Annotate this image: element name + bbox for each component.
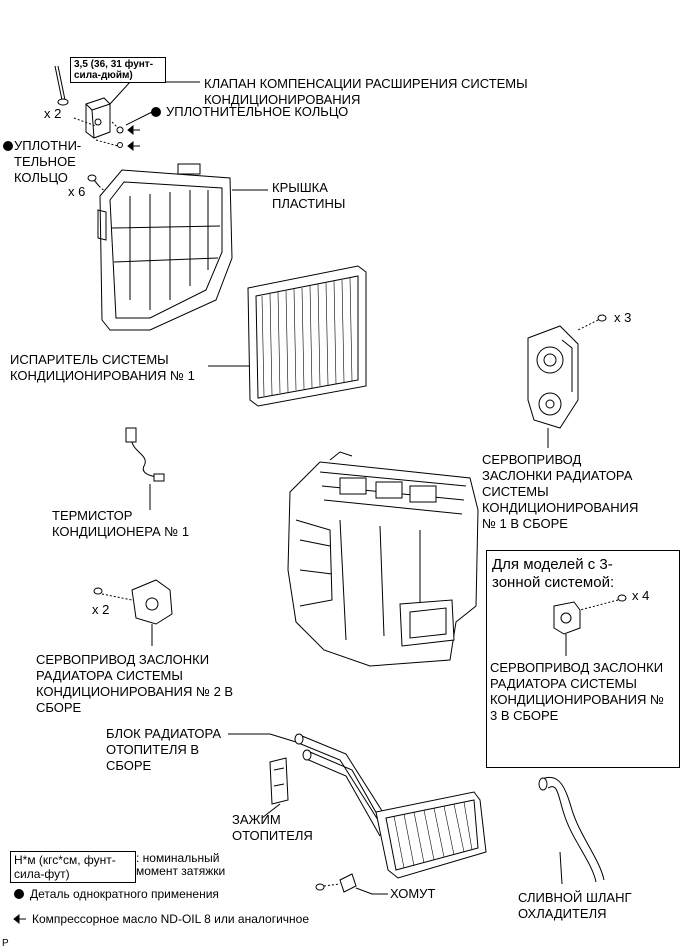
evaporator xyxy=(247,265,367,407)
legend-unit-box: Н*м (кгс*см, фунт- сила-фут) xyxy=(10,851,136,883)
servo1-assembly xyxy=(527,325,579,429)
qty-servo2-screws: x 2 xyxy=(92,602,110,617)
band-clamp xyxy=(315,873,357,893)
label-servo3: СЕРВОПРИВОД ЗАСЛОНКИ РАДИАТОРА СИСТЕМЫ К… xyxy=(490,660,664,723)
label-servo2: СЕРВОПРИВОД ЗАСЛОНКИ РАДИАТОРА СИСТЕМЫ К… xyxy=(36,652,234,715)
one-time-use-icon xyxy=(14,889,24,899)
plate-cover xyxy=(97,163,233,331)
three-zone-box xyxy=(486,550,680,768)
heater-clamp xyxy=(269,757,289,805)
qty-cover-screws: x 6 xyxy=(68,184,86,199)
heater-core xyxy=(294,733,487,879)
oil-arrow-icon xyxy=(127,124,140,136)
label-evaporator: ИСПАРИТЕЛЬ СИСТЕМЫ КОНДИЦИОНИРОВАНИЯ № 1 xyxy=(10,352,195,383)
label-expansion-valve: КЛАПАН КОМПЕНСАЦИИ РАСШИРЕНИЯ СИСТЕМЫ КО… xyxy=(204,76,528,107)
servo2-assembly xyxy=(131,579,173,625)
label-o-ring-left: УПЛОТНИ- ТЕЛЬНОЕ КОЛЬЦО xyxy=(14,138,82,185)
label-drain-hose: СЛИВНОЙ ШЛАНГ ОХЛАДИТЕЛЯ xyxy=(518,890,632,921)
drain-hose xyxy=(538,776,605,883)
servo3-screw xyxy=(617,594,627,602)
legend-oil: Компрессорное масло ND-OIL 8 или аналоги… xyxy=(32,912,310,926)
label-servo1: СЕРВОПРИВОД ЗАСЛОНКИ РАДИАТОРА СИСТЕМЫ К… xyxy=(482,452,639,531)
torque-spec: 3,5 (36, 31 фунт- сила-дюйм) xyxy=(70,57,166,83)
thermistor xyxy=(125,427,165,482)
servo1-screw xyxy=(597,314,607,322)
label-o-ring-right: УПЛОТНИТЕЛЬНОЕ КОЛЬЦО xyxy=(166,104,349,119)
label-thermistor: ТЕРМИСТОР КОНДИЦИОНЕРА № 1 xyxy=(52,508,190,539)
label-heater-clamp: ЗАЖИМ ОТОПИТЕЛЯ xyxy=(232,812,313,843)
label-heater-core: БЛОК РАДИАТОРА ОТОПИТЕЛЯ В СБОРЕ xyxy=(106,726,222,773)
hvac-case xyxy=(287,451,479,667)
one-time-use-icon xyxy=(151,107,161,117)
oil-arrow-icon xyxy=(13,913,26,925)
qty-servo1-screws: x 3 xyxy=(614,310,632,325)
servo3-assembly xyxy=(553,601,581,635)
legend-one-time: Деталь однократного применения xyxy=(30,887,219,901)
qty-servo3-screws: x 4 xyxy=(632,588,650,603)
label-band-clamp: ХОМУТ xyxy=(390,886,436,901)
legend-unit-desc: : номинальный момент затяжки xyxy=(136,851,226,878)
servo2-screw xyxy=(93,587,103,595)
oil-arrow-icon xyxy=(127,140,140,152)
zone-title: Для моделей с 3- зонной системой: xyxy=(492,556,615,591)
cover-screw xyxy=(87,174,100,187)
o-ring-upper xyxy=(116,126,124,134)
label-plate-cover: КРЫШКА ПЛАСТИНЫ xyxy=(272,180,346,211)
valve-bolt xyxy=(54,65,69,106)
qty-valve-bolts: x 2 xyxy=(44,106,62,121)
one-time-use-icon xyxy=(3,141,13,151)
expansion-valve xyxy=(85,97,111,139)
o-ring-lower xyxy=(117,142,123,148)
corner-mark: P xyxy=(2,938,9,949)
